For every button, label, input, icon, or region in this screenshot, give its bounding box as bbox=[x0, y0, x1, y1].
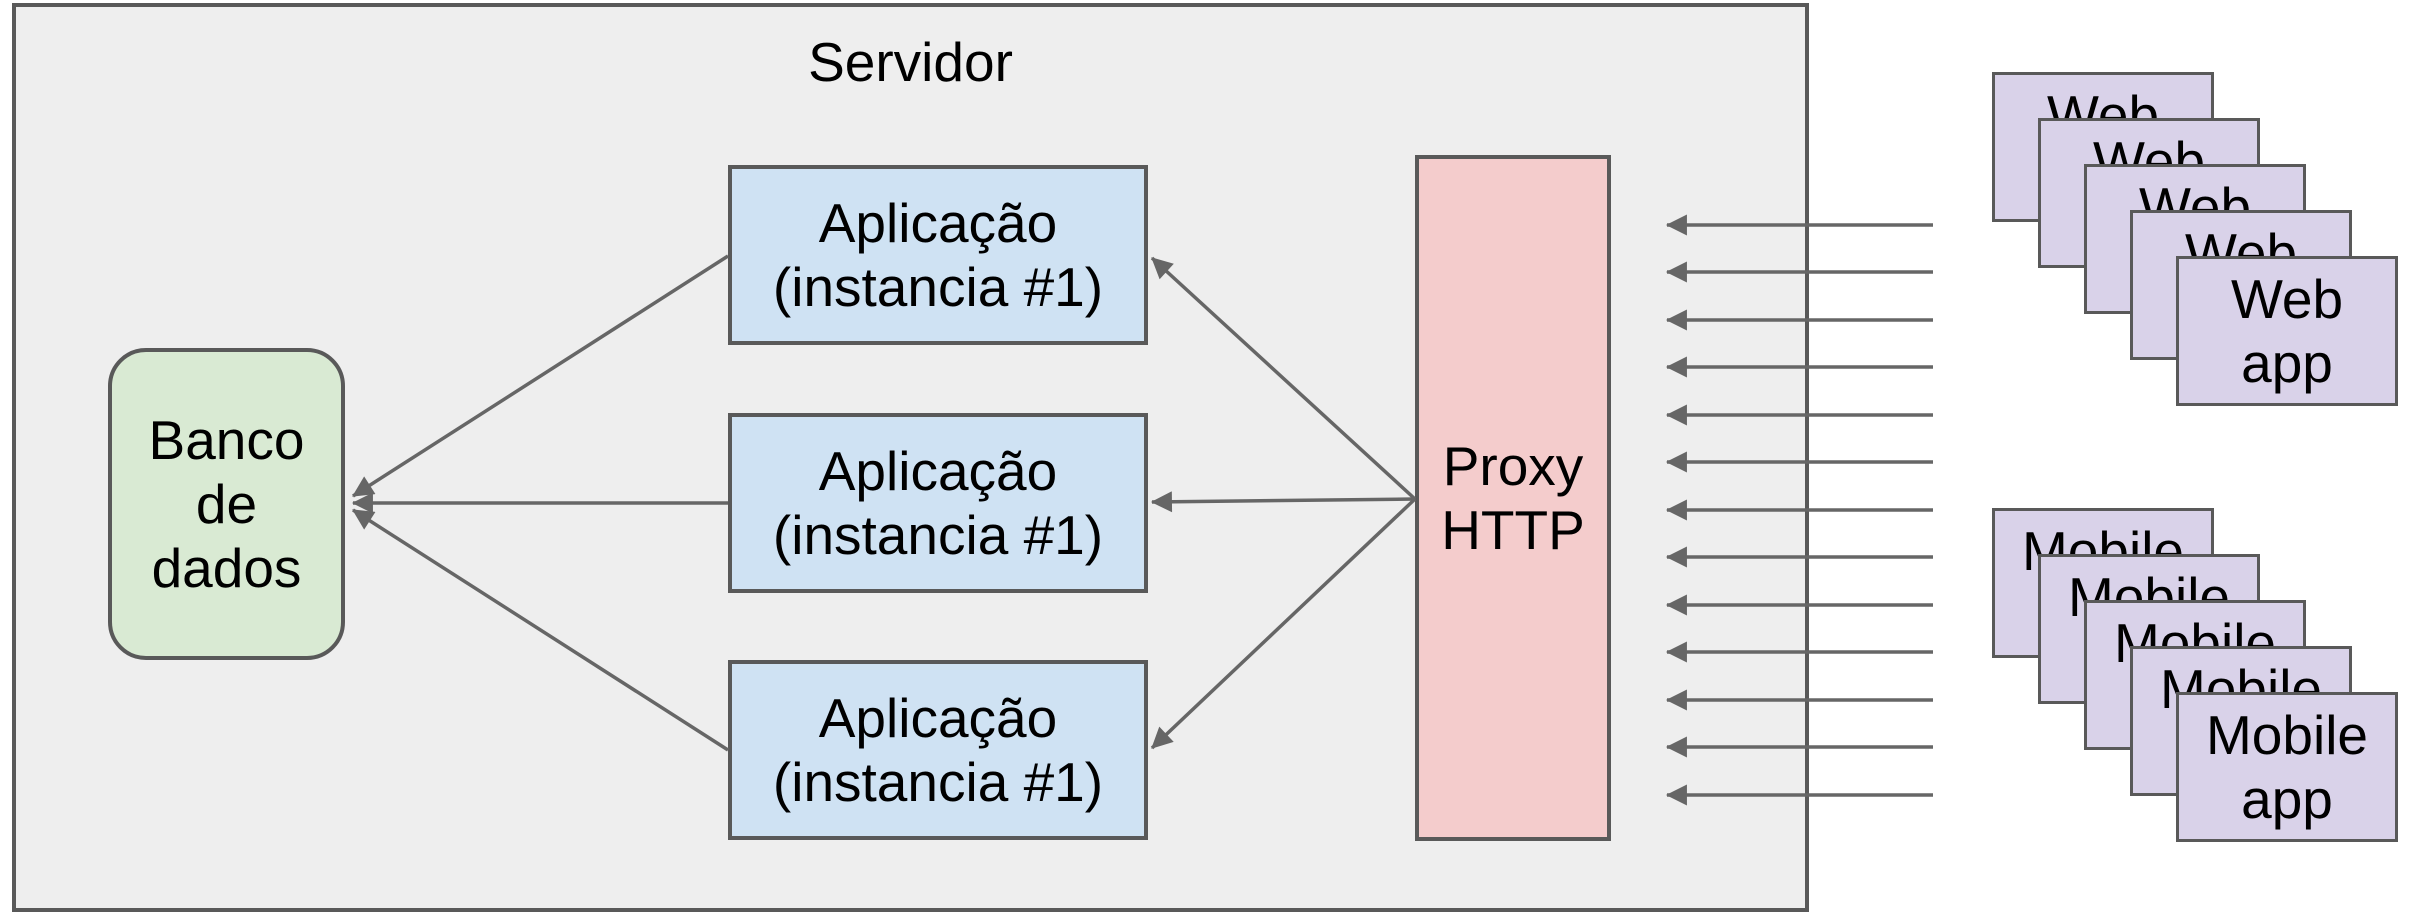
proxy-label-line-2: HTTP bbox=[1441, 499, 1585, 561]
mobile-app-label-line-1: Mobile bbox=[2205, 704, 2369, 766]
server-label: Servidor bbox=[808, 31, 1013, 93]
proxy-box: Proxy HTTP bbox=[1415, 155, 1611, 841]
app-instance-box-2: Aplicação (instancia #1) bbox=[728, 413, 1148, 593]
app-instance-box-3: Aplicação (instancia #1) bbox=[728, 660, 1148, 840]
app-instance-label-line-2: (instancia #1) bbox=[772, 256, 1104, 318]
app-instance-label-line-1: Aplicação bbox=[818, 192, 1058, 254]
database-label-line-2: de bbox=[195, 473, 258, 535]
database-box: Banco de dados bbox=[108, 348, 345, 660]
database-label-line-1: Banco bbox=[148, 409, 305, 471]
mobile-app-card: Mobile app bbox=[2176, 692, 2398, 842]
web-app-label-line-1: Web bbox=[2230, 268, 2344, 330]
web-app-label-line-2: app bbox=[2241, 332, 2333, 394]
app-instance-label-line-1: Aplicação bbox=[818, 687, 1058, 749]
app-instance-label-line-2: (instancia #1) bbox=[772, 751, 1104, 813]
app-instance-box-1: Aplicação (instancia #1) bbox=[728, 165, 1148, 345]
database-label-line-3: dados bbox=[151, 537, 302, 599]
app-instance-label-line-1: Aplicação bbox=[818, 440, 1058, 502]
proxy-label-line-1: Proxy bbox=[1442, 435, 1584, 497]
web-app-card: Web app bbox=[2176, 256, 2398, 406]
app-instance-label-line-2: (instancia #1) bbox=[772, 504, 1104, 566]
mobile-app-label-line-2: app bbox=[2241, 768, 2333, 830]
